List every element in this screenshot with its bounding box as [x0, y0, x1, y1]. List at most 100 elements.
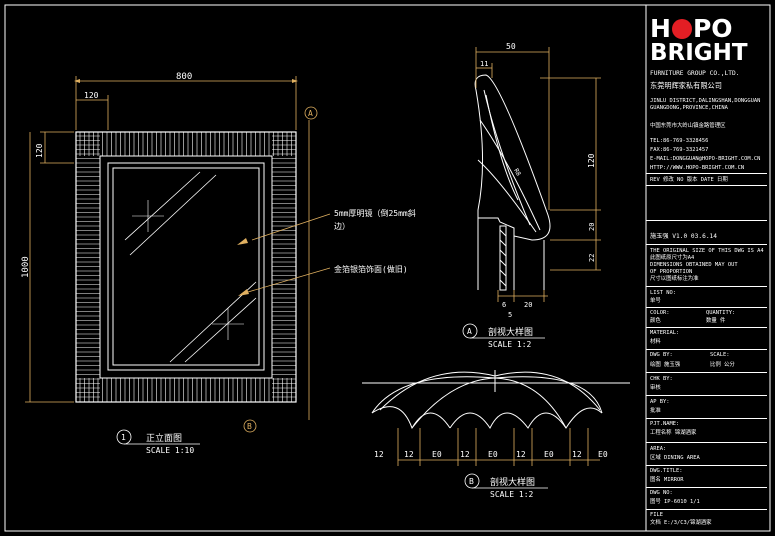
note-5: 尺寸以图纸标注为准	[650, 276, 699, 282]
dim-b-5: E0	[544, 450, 554, 459]
dim-b-6: 12	[572, 450, 582, 459]
section-b-detail: 12 E0 12 E0 12 E0 12 E0 12 B 剖视大样图 SCALE…	[362, 370, 630, 499]
quantity-label: QUANTITY:	[706, 310, 736, 316]
address-line-1: JINLU DISTRICT,DALINGSHAN,DONGGUAN	[650, 98, 761, 104]
sheet-border	[4, 4, 771, 532]
dim-right-upper: 120	[587, 153, 596, 168]
material-label: MATERIAL:	[650, 330, 680, 336]
dim-radius: R8	[512, 168, 522, 178]
mirror-reflection-line	[169, 281, 257, 363]
logo-bright: BRIGHT	[650, 40, 748, 66]
area-value: 区域 DINING AREA	[650, 455, 700, 461]
frame-rebate-edge	[107, 162, 265, 371]
note-1: THE ORIGINAL SIZE OF THIS DWG IS A4	[650, 248, 764, 254]
dim-bottom-a: 6	[502, 301, 506, 309]
dwg-by-value: 绘图 施玉强	[650, 362, 681, 368]
revision-row: 施玉强 V1.0 03.6.14	[650, 233, 717, 240]
callout-finish: 金箔银箔饰面(做旧)	[334, 264, 408, 274]
company-cn: 东莞明辉家私有限公司	[650, 81, 722, 90]
dim-border-top: 120	[84, 91, 99, 100]
section-marker-b-label: B	[247, 422, 252, 431]
project-value: 工程名称 锦湖酒家	[650, 430, 697, 436]
file-label: FILE	[650, 512, 663, 518]
section-marker-b	[243, 419, 257, 433]
frame-inner-edge	[99, 155, 273, 379]
list-no-value: 单号	[650, 298, 661, 304]
logo-o-mark	[671, 19, 692, 39]
company-en: FURNITURE GROUP CO.,LTD.	[650, 70, 740, 77]
ap-by-value: 批准	[650, 408, 661, 414]
color-label: COLOR:	[650, 310, 670, 316]
dim-height: 1000	[21, 256, 31, 278]
dim-border-side: 120	[35, 143, 44, 158]
view-label-scale: SCALE 1:10	[146, 446, 194, 455]
front-elevation: 800 120 120 1000 A B 5mm厚明镜（倒25mm斜 边） 金箔…	[21, 72, 416, 455]
view-a-label-title: 剖视大样图	[488, 326, 533, 338]
mirror-reflection-line	[124, 171, 201, 241]
dim-bottom-c: 5	[508, 311, 512, 319]
note-3: DIMENSIONS OBTAINED MAY OUT	[650, 262, 738, 268]
contact-tel: TEL:86-769-3328456	[650, 138, 709, 144]
dim-top: 50	[506, 42, 516, 51]
section-marker-a-label: A	[308, 109, 313, 118]
callout-mirror-line1: 5mm厚明镜（倒25mm斜	[334, 208, 416, 218]
view-label-number: 1	[121, 433, 126, 442]
view-a-label-number: A	[467, 327, 472, 336]
mirror-reflection-line	[129, 174, 217, 256]
view-label-title: 正立面图	[146, 432, 182, 444]
address-line-2: GUANGDONG,PROVINCE,CHINA	[650, 105, 728, 111]
contact-web: HTTP://WWW.HOPO-BRIGHT.COM.CN	[650, 165, 745, 171]
list-no-label: LIST NO:	[650, 290, 676, 296]
frame-outer-edge	[75, 131, 297, 403]
revision-header: REV 修改 NO 版本 DATE 日期	[650, 177, 728, 183]
dwg-by-label: DWG BY:	[650, 352, 673, 358]
file-value: 文档 E:/3/C3/锦湖酒家	[650, 520, 712, 526]
dim-b-0: 12	[404, 450, 414, 459]
note-4: OF PROPORTION	[650, 269, 693, 275]
mirror-reflection-line	[184, 297, 257, 363]
note-2: 此图纸原尺寸为A4	[650, 255, 695, 261]
dwg-no-label: DWG NO:	[650, 490, 673, 496]
color-value: 颜色	[650, 318, 661, 324]
dwg-title-value: 图名 MIRROR	[650, 477, 684, 483]
mirror-glass	[112, 167, 260, 366]
dim-width: 800	[176, 72, 192, 82]
section-a-detail: 50 11 120 20 22 6 20 5 R8 A 剖视大样图 SCALE …	[462, 42, 601, 349]
address-line-3: 中国东莞市大岭山镇金路管理区	[650, 123, 726, 129]
dim-b-8: 12	[374, 450, 384, 459]
dwg-title-label: DWG.TITLE:	[650, 468, 683, 474]
contact-email: E-MAIL:DONGGUAN@HOPO-BRIGHT.COM.CN	[650, 156, 761, 162]
dim-b-4: 12	[516, 450, 526, 459]
callout-mirror-line2: 边）	[334, 221, 350, 231]
dim-right-lower: 22	[588, 254, 596, 262]
dwg-no-value: 图号 IP-6010 1/1	[650, 499, 700, 505]
chk-by-value: 审核	[650, 385, 661, 391]
profile-outline	[474, 74, 551, 241]
dim-b-3: E0	[488, 450, 498, 459]
contact-fax: FAX:86-769-3321457	[650, 147, 709, 153]
dim-b-7: E0	[598, 450, 608, 459]
chk-by-label: CHK BY:	[650, 376, 673, 382]
ap-by-label: AP BY:	[650, 399, 670, 405]
section-marker-a	[304, 106, 318, 120]
project-label: PJT.NAME:	[650, 421, 680, 427]
view-b-label-number: B	[469, 477, 474, 486]
scale-label: SCALE:	[710, 352, 730, 358]
material-value: 材料	[650, 339, 661, 345]
dim-bottom-b: 20	[524, 301, 532, 309]
view-a-label-scale: SCALE 1:2	[488, 340, 532, 349]
scale-value: 比例 公分	[710, 362, 735, 368]
view-b-label-title: 剖视大样图	[490, 476, 535, 488]
dim-b-1: E0	[432, 450, 442, 459]
dim-right-mid: 20	[588, 223, 596, 231]
frame-ornament-ridges	[76, 132, 296, 402]
quantity-value: 数量 件	[706, 318, 726, 324]
area-label: AREA:	[650, 446, 667, 452]
view-b-label-scale: SCALE 1:2	[490, 490, 534, 499]
dim-b-2: 12	[460, 450, 470, 459]
dim-top-small: 11	[480, 60, 488, 68]
